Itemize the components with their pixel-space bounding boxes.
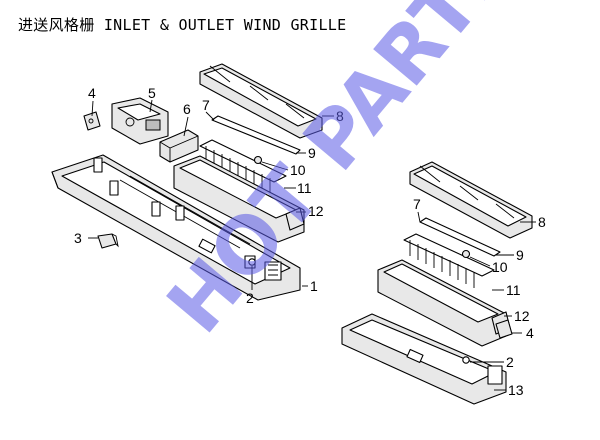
callout-3: 3 — [74, 230, 82, 246]
part-10-pin-right — [461, 249, 471, 259]
callout-4: 4 — [88, 85, 96, 101]
part-10-pin — [253, 155, 263, 165]
callout-8-right: 8 — [538, 214, 546, 230]
callout-5: 5 — [148, 85, 156, 101]
callout-9: 9 — [308, 145, 316, 161]
part-12-end-clip — [285, 207, 305, 231]
callout-12-right: 12 — [514, 308, 530, 324]
callout-8: 8 — [336, 108, 344, 124]
callout-2-right: 2 — [506, 354, 514, 370]
callout-13: 13 — [508, 382, 524, 398]
callout-10: 10 — [290, 162, 306, 178]
callout-6: 6 — [183, 101, 191, 117]
callout-11: 11 — [297, 180, 312, 196]
part-7-linkage-bar-right — [419, 217, 501, 257]
callout-9-right: 9 — [516, 247, 524, 263]
leader-lines — [88, 99, 536, 391]
part-7-linkage-bar — [211, 115, 301, 155]
page-title: 进送风格栅 INLET & OUTLET WIND GRILLE — [18, 16, 347, 34]
part-9-louvre-blades-right — [403, 233, 495, 288]
callout-11-right: 11 — [506, 282, 521, 298]
callouts-left: 4 5 6 7 8 9 10 11 12 3 1 2 — [74, 85, 344, 306]
part-6-foam-block — [159, 129, 199, 163]
part-5-actuator — [111, 97, 169, 145]
callout-1: 1 — [310, 278, 318, 294]
callout-7-right: 7 — [413, 196, 421, 212]
part-4-bracket-right — [495, 319, 513, 339]
part-8-top-rail-right — [409, 161, 533, 239]
part-2-screw-right — [462, 356, 470, 364]
part-13-base-frame-right — [341, 313, 507, 405]
callout-12: 12 — [308, 203, 324, 219]
part-3-clip — [97, 233, 119, 249]
callout-4-right: 4 — [526, 325, 534, 341]
part-9-louvre-blades — [199, 139, 287, 194]
callouts-right: 7 8 9 10 11 12 4 2 13 — [413, 196, 546, 398]
callout-7: 7 — [202, 97, 210, 113]
callout-10-right: 10 — [492, 259, 508, 275]
part-11-grille-housing-right — [377, 259, 507, 347]
callout-2: 2 — [246, 290, 254, 306]
part-2-screw — [248, 258, 256, 266]
part-1-base-frame — [51, 154, 301, 301]
part-8-top-rail — [199, 63, 323, 139]
